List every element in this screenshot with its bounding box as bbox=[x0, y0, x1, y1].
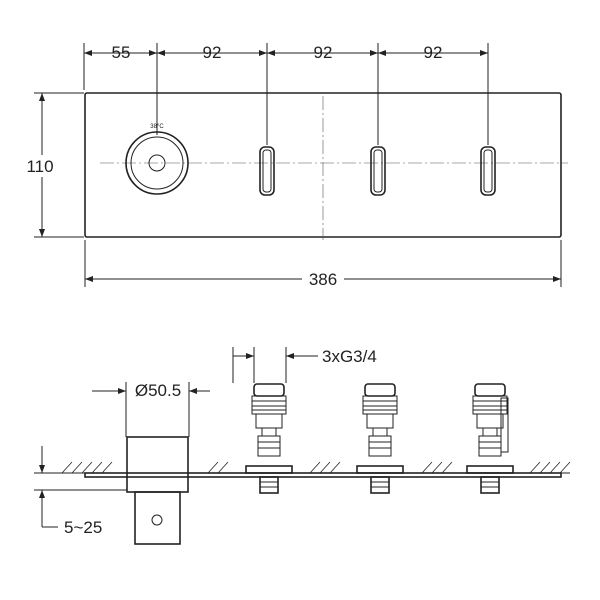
knob-temp-label: 38°C bbox=[150, 124, 164, 130]
dim-label-spacing-1: 92 bbox=[203, 43, 222, 62]
wall-hatching bbox=[61, 461, 571, 474]
thermostat-body bbox=[126, 436, 189, 545]
dim-label-diameter: Ø50.5 bbox=[135, 381, 181, 400]
dim-label-spacing-3: 92 bbox=[424, 43, 443, 62]
dim-label-thread: 3xG3/4 bbox=[322, 347, 377, 366]
valve-cartridge-3 bbox=[466, 383, 514, 494]
dim-label-offset: 55 bbox=[112, 43, 131, 62]
thermostat-knob: 38°C bbox=[125, 124, 189, 195]
valve-cartridge-2 bbox=[356, 383, 404, 494]
dim-label-height-bg bbox=[18, 155, 62, 177]
dim-label-depth: 5~25 bbox=[64, 518, 102, 537]
valve-cartridge-1 bbox=[245, 383, 293, 494]
side-view: 3xG3/4 Ø50.5 bbox=[34, 347, 571, 545]
valve-handle-3 bbox=[480, 146, 496, 196]
dim-label-width: 386 bbox=[309, 270, 337, 289]
dim-label-width-bg bbox=[302, 268, 344, 288]
valve-handle-2 bbox=[370, 146, 386, 196]
cover-plate-profile bbox=[84, 472, 562, 478]
top-view: 55 92 92 92 110 38°C bbox=[18, 43, 568, 289]
dim-label-spacing-2: 92 bbox=[314, 43, 333, 62]
dim-label-height: 110 bbox=[26, 157, 53, 176]
valve-handle-1 bbox=[259, 146, 275, 196]
